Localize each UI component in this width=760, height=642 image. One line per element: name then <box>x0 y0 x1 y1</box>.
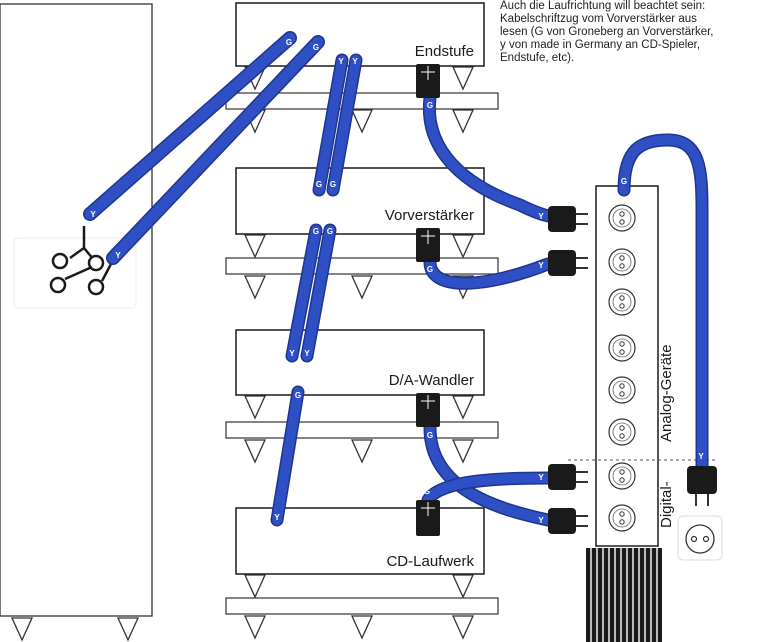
socket-5 <box>608 376 636 404</box>
mark-y: Y <box>304 349 310 358</box>
mark-g: G <box>316 180 322 189</box>
mark-y: Y <box>352 57 358 66</box>
mark-y: Y <box>538 516 544 525</box>
plug-mains <box>687 466 717 506</box>
cabinet-spike-right <box>117 617 139 641</box>
cables <box>83 31 709 527</box>
mark-g: G <box>427 101 433 110</box>
mark-g: G <box>427 431 433 440</box>
power-strip-mains-cord <box>619 134 707 471</box>
shelf-4 <box>225 597 499 615</box>
iec-inlet-endstufe <box>416 64 440 98</box>
direction-note: Auch die Laufrichtung will beachtet sein… <box>500 0 758 65</box>
cable-direction-marks: G G Y Y Y Y G G G G Y Y G Y G G G G Y Y … <box>90 38 704 525</box>
iec-inlet-da-wandler <box>416 393 440 427</box>
component-da-wandler: D/A-Wandler <box>235 329 485 419</box>
iec-inlets <box>416 64 440 536</box>
plug-vorverstaerker <box>548 250 588 276</box>
iec-inlet-cd-laufwerk <box>416 500 440 536</box>
power-cord-vorverstaerker <box>425 257 553 289</box>
mark-g: G <box>313 43 319 52</box>
terminal-bottom-left <box>49 276 67 294</box>
label-digital: Digital- <box>658 481 675 528</box>
wall-socket <box>677 515 723 561</box>
cabinet-spike-left <box>11 617 33 641</box>
terminal-top-right <box>87 254 105 272</box>
plug-da-wandler <box>548 508 588 534</box>
socket-7 <box>608 462 636 490</box>
speaker-cable-1 <box>84 32 296 220</box>
power-strip: Analog-Geräte Digital- <box>568 185 715 642</box>
digital-cable <box>272 387 303 525</box>
note-line-1: Auch die Laufrichtung will beachtet sein… <box>500 0 706 12</box>
note-line-2: Kabelschriftzug vom Vorverstärker aus <box>500 13 697 25</box>
shelf-2 <box>225 257 499 275</box>
mark-g: G <box>330 180 336 189</box>
power-cord-cd-laufwerk <box>423 473 553 505</box>
socket-3 <box>608 288 636 316</box>
mark-g: G <box>313 227 319 236</box>
shelf-3 <box>225 421 499 439</box>
power-cord-endstufe <box>424 93 553 221</box>
mark-g: G <box>424 487 430 496</box>
component-vorverstaerker: Vorverstärker <box>235 167 485 258</box>
socket-6 <box>608 418 636 446</box>
mark-g: G <box>621 177 627 186</box>
interconnect-dac-pre-2 <box>302 225 335 361</box>
terminal-top-left <box>51 252 69 270</box>
mark-y: Y <box>115 251 121 260</box>
mark-g: G <box>427 265 433 274</box>
speaker-cabinet <box>0 3 153 641</box>
mark-y: Y <box>538 212 544 221</box>
mark-y: Y <box>538 473 544 482</box>
mark-y: Y <box>289 349 295 358</box>
note-line-3: lesen (G von Groneberg an Vorverstärker, <box>500 26 714 38</box>
label-vorverstaerker: Vorverstärker <box>385 207 474 224</box>
mark-g: G <box>295 391 301 400</box>
component-cd-laufwerk: CD-Laufwerk <box>235 507 485 598</box>
socket-1 <box>608 204 636 232</box>
mark-y: Y <box>538 261 544 270</box>
mark-g: G <box>286 38 292 47</box>
socket-4 <box>608 334 636 362</box>
iec-inlet-vorverstaerker <box>416 228 440 262</box>
label-endstufe: Endstufe <box>415 43 474 60</box>
interconnect-pre-power-1 <box>314 55 347 195</box>
power-strip-lead <box>586 548 662 642</box>
socket-8 <box>608 504 636 532</box>
mark-y: Y <box>338 57 344 66</box>
speaker-terminal-panel <box>13 226 137 309</box>
plug-endstufe <box>548 206 588 232</box>
label-analog-geraete: Analog-Geräte <box>658 344 675 442</box>
interconnect-dac-pre-1 <box>287 225 321 361</box>
interconnect-pre-power-2 <box>328 55 361 195</box>
socket-2 <box>608 248 636 276</box>
mark-y: Y <box>698 452 704 461</box>
label-cd-laufwerk: CD-Laufwerk <box>386 553 474 570</box>
power-cord-da-wandler <box>425 423 553 525</box>
terminal-bottom-right <box>87 278 105 296</box>
mark-g: G <box>327 227 333 236</box>
note-line-4: y von made in Germany an CD-Spieler, <box>500 39 701 51</box>
label-da-wandler: D/A-Wandler <box>389 372 474 389</box>
mark-y: Y <box>274 513 280 522</box>
note-line-5: Endstufe, etc). <box>500 52 575 64</box>
plug-cd-laufwerk <box>548 464 588 490</box>
mark-y: Y <box>90 210 96 219</box>
speaker-cable-2 <box>107 36 324 264</box>
power-plugs <box>548 206 717 534</box>
